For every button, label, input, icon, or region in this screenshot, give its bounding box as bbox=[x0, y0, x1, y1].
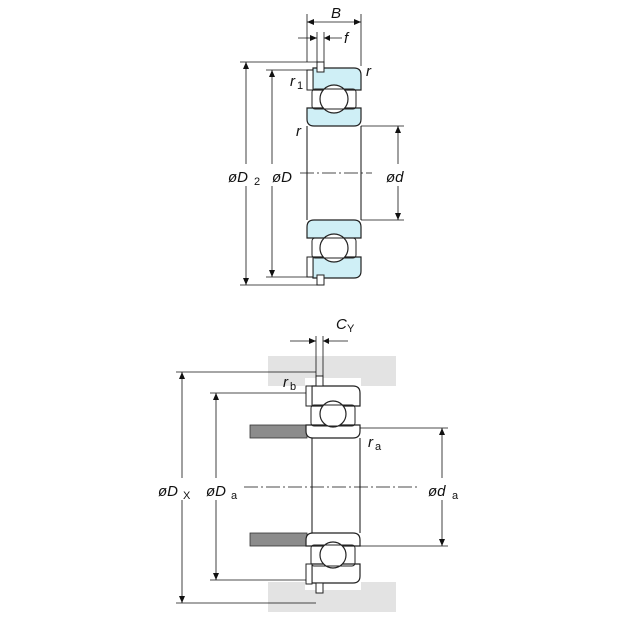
label-d: ød bbox=[386, 169, 404, 186]
label-r1-sub: 1 bbox=[297, 80, 303, 92]
label-r1: r bbox=[290, 73, 296, 90]
label-CY: C bbox=[336, 316, 347, 333]
top-upper-ball bbox=[319, 84, 349, 114]
top-upper-inner-ring bbox=[306, 107, 362, 127]
bottom-upper-ball bbox=[319, 400, 347, 428]
shaft-shoulder-upper bbox=[249, 424, 308, 439]
label-Da-sub: a bbox=[231, 490, 238, 502]
top-upper-outer-ring bbox=[312, 67, 362, 91]
bottom-lower-ball bbox=[319, 541, 347, 569]
top-lower-inner-ring bbox=[306, 219, 362, 239]
label-r-mid: r bbox=[296, 123, 302, 140]
label-da-sub: a bbox=[452, 490, 459, 502]
label-rb-sub: b bbox=[290, 381, 296, 393]
label-rb: r bbox=[283, 374, 289, 391]
label-D: øD bbox=[272, 169, 292, 186]
top-bearing-section: B f r 1 r r øD 2 øD ød bbox=[226, 5, 412, 286]
shaft-shoulder-lower bbox=[249, 532, 308, 547]
top-lower-outer-ring bbox=[312, 256, 362, 279]
label-ra-sub: a bbox=[375, 441, 382, 453]
label-ra: r bbox=[368, 434, 374, 451]
label-B: B bbox=[331, 5, 341, 22]
top-lower-ball bbox=[319, 233, 349, 263]
top-snap-ring-upper bbox=[316, 61, 325, 73]
label-DX: øD bbox=[158, 483, 178, 500]
bottom-mounting-section: C Y r b r a øD X øD a ød a bbox=[156, 316, 466, 612]
label-CY-sub: Y bbox=[347, 323, 355, 335]
label-D2-sub: 2 bbox=[254, 176, 260, 188]
label-D2: øD bbox=[228, 169, 248, 186]
label-da: ød bbox=[428, 483, 446, 500]
label-r-top: r bbox=[366, 63, 372, 80]
label-f: f bbox=[344, 30, 350, 47]
label-DX-sub: X bbox=[183, 490, 191, 502]
top-snap-ring-lower bbox=[316, 274, 325, 286]
label-Da: øD bbox=[206, 483, 226, 500]
